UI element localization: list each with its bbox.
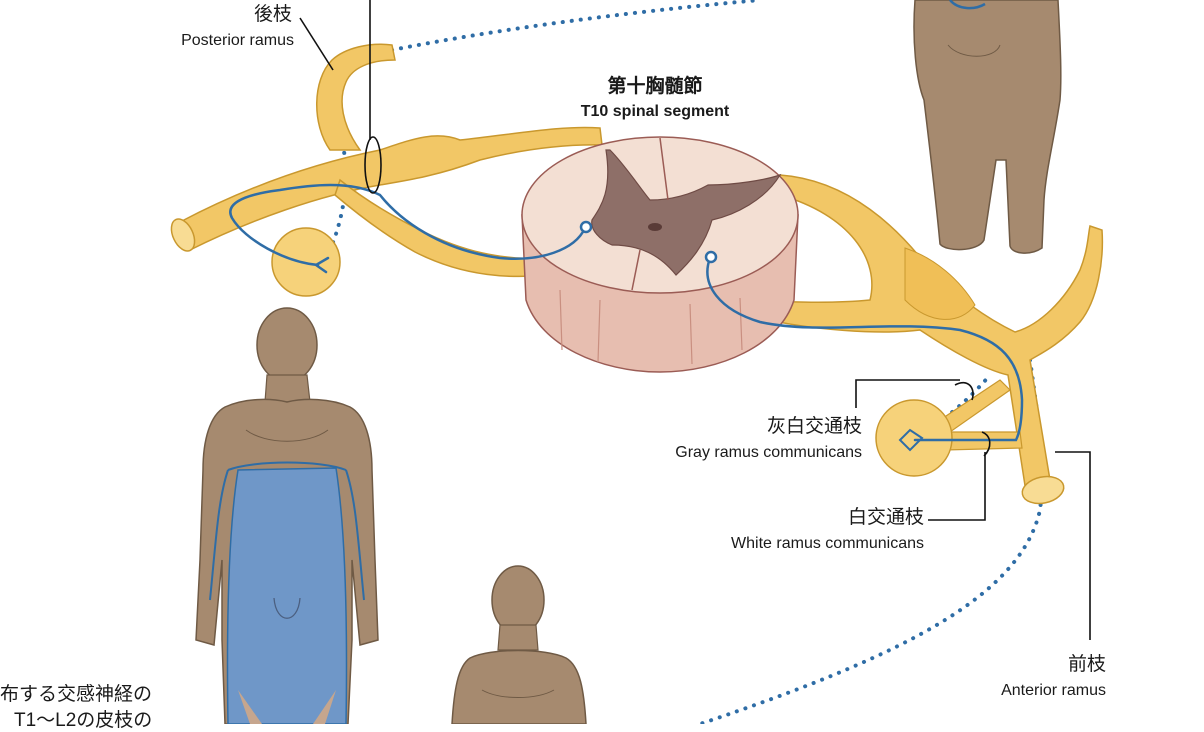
anterior-ramus-label-ja: 前枝	[1067, 654, 1106, 675]
gray-ramus-label-en: Gray ramus communicans	[675, 444, 862, 461]
posterior-ramus-label-ja: 後枝	[253, 4, 292, 25]
caption-line-1: 布する交感神経の	[0, 684, 153, 705]
gray-ramus-label-ja: 灰白交通枝	[766, 416, 862, 437]
segment-label-en: T10 spinal segment	[580, 103, 730, 120]
body-figure-back	[451, 565, 587, 724]
axon-lines	[229, 183, 1024, 452]
anterior-ramus-label-en: Anterior ramus	[1001, 682, 1106, 699]
spinal-nerve-trunk	[170, 43, 1104, 505]
spinal-cord-segment	[521, 136, 799, 373]
body-figure-front	[195, 307, 379, 724]
segment-label-ja: 第十胸髄節	[607, 76, 703, 97]
white-ramus-label-ja: 白交通枝	[847, 507, 924, 528]
body-figure-top-right	[913, 0, 1062, 254]
leader-lines	[299, 0, 1091, 640]
caption-line-2: T1〜L2の皮枝の	[14, 710, 153, 731]
axon-terminals	[579, 220, 718, 264]
white-ramus-label-en: White ramus communicans	[731, 535, 924, 552]
posterior-ramus-label-en: Posterior ramus	[181, 32, 294, 49]
